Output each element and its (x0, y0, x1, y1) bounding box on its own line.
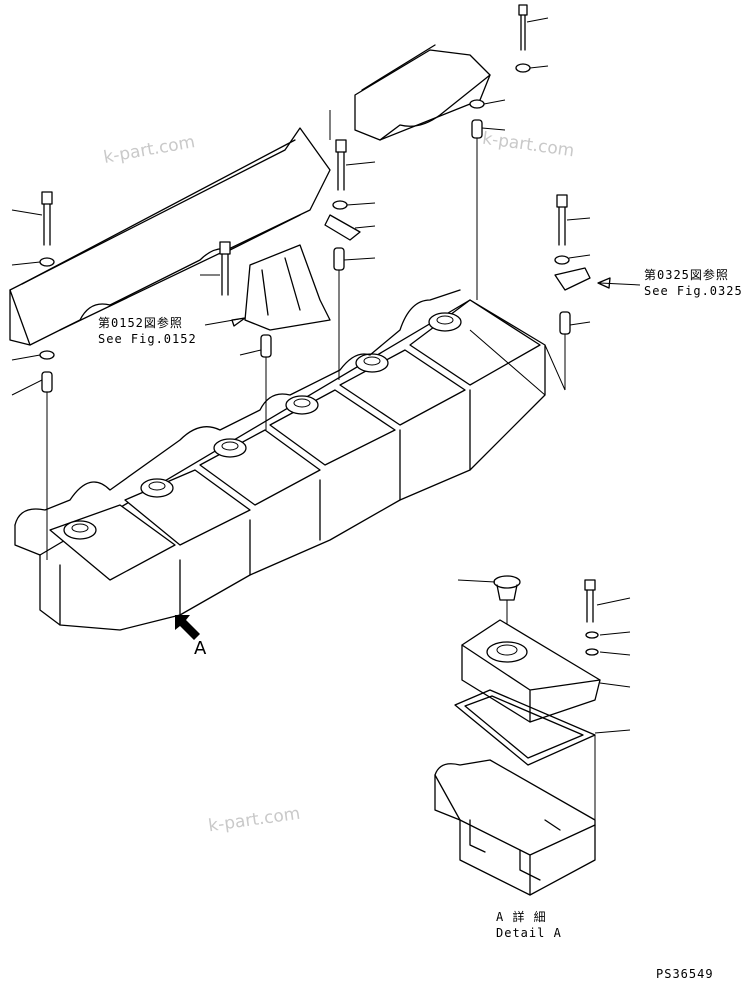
ref-fig0152-jp: 第0152図参照 (98, 316, 183, 330)
fasteners (11, 4, 641, 560)
head-cover-5 (339, 349, 466, 426)
ref-fig0325-en: See Fig.0325 (644, 284, 743, 298)
mounting-bracket (244, 244, 331, 331)
head-cover-3 (199, 429, 321, 506)
detail-a-assembly (434, 575, 631, 896)
left-cover-rail (9, 127, 331, 346)
head-cover-row (14, 289, 546, 631)
view-arrow-a (175, 615, 200, 640)
head-cover-6 (409, 299, 541, 386)
right-cover-rail (354, 44, 491, 141)
view-marker-letter: A (194, 638, 207, 659)
head-cover-2 (124, 469, 251, 546)
head-cover-4 (269, 389, 396, 466)
drawing-number: PS36549 (656, 967, 714, 981)
ref-fig0325-jp: 第0325図参照 (644, 268, 729, 282)
ref-fig0152-en: See Fig.0152 (98, 332, 197, 346)
detail-title-en: Detail A (496, 926, 562, 940)
detail-title-jp: A 詳 細 (496, 910, 547, 924)
head-cover-1 (49, 504, 176, 581)
